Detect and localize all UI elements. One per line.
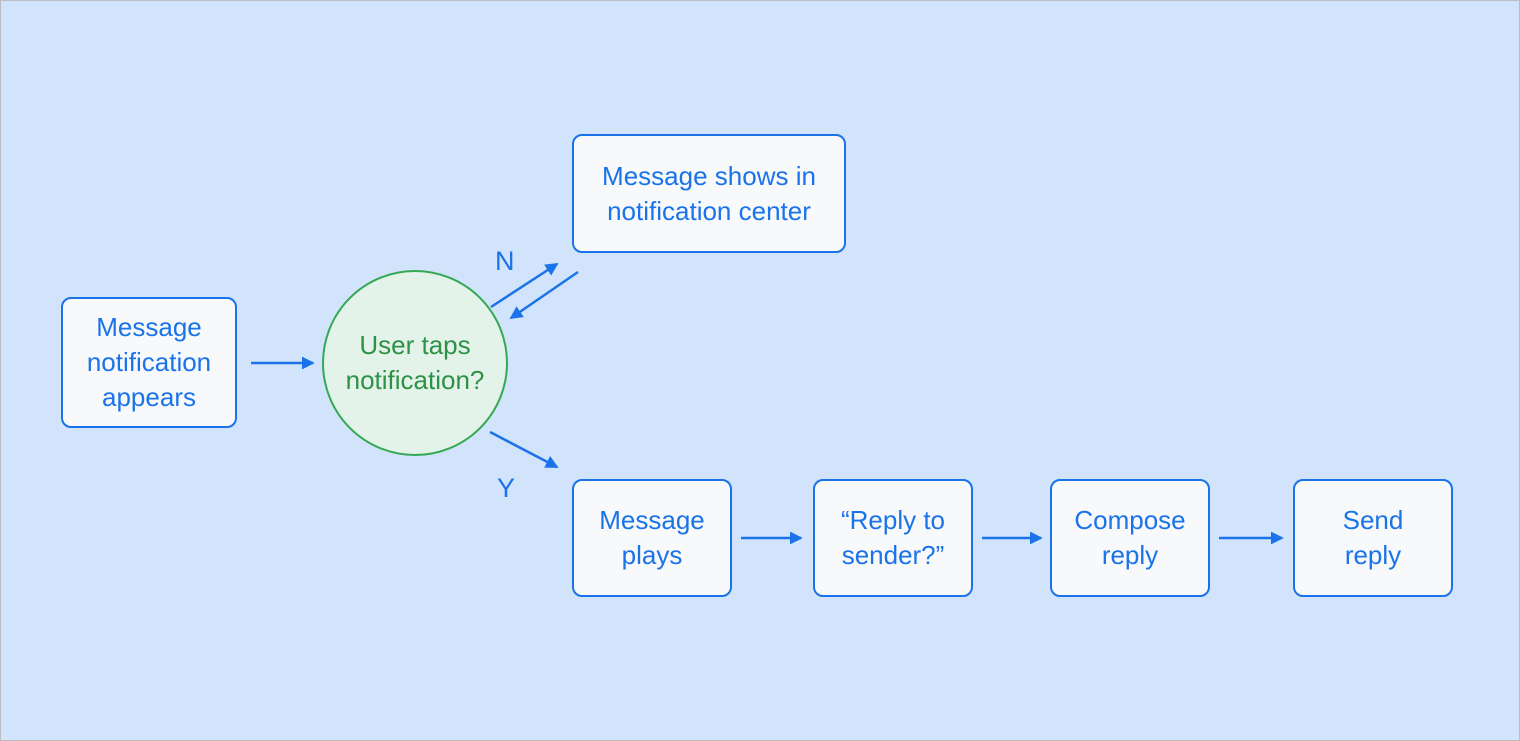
node-label: Send reply [1342, 505, 1404, 570]
edge-label-no: N [495, 246, 515, 276]
node-label: Compose reply [1074, 505, 1186, 570]
node-reply-to-sender: “Reply to sender?” [813, 479, 973, 597]
node-message-plays: Message plays [572, 479, 732, 597]
node-label: Message plays [599, 505, 705, 570]
node-message-shows-in-notification-center: Message shows in notification center [572, 134, 846, 253]
node-compose-reply: Compose reply [1050, 479, 1210, 597]
node-send-reply: Send reply [1293, 479, 1453, 597]
node-label: Message notification appears [86, 312, 212, 412]
edge-decision-to-message-plays [489, 430, 559, 469]
node-decision-user-taps-notification: User taps notification? [322, 270, 508, 456]
node-label: “Reply to sender?” [840, 505, 946, 570]
node-label: Message shows in notification center [602, 160, 816, 226]
node-message-notification-appears: Message notification appears [61, 297, 237, 428]
node-label: User taps notification? [345, 330, 485, 395]
edge-label-yes: Y [497, 473, 516, 503]
edge-no-branch-to-decision [509, 270, 579, 320]
